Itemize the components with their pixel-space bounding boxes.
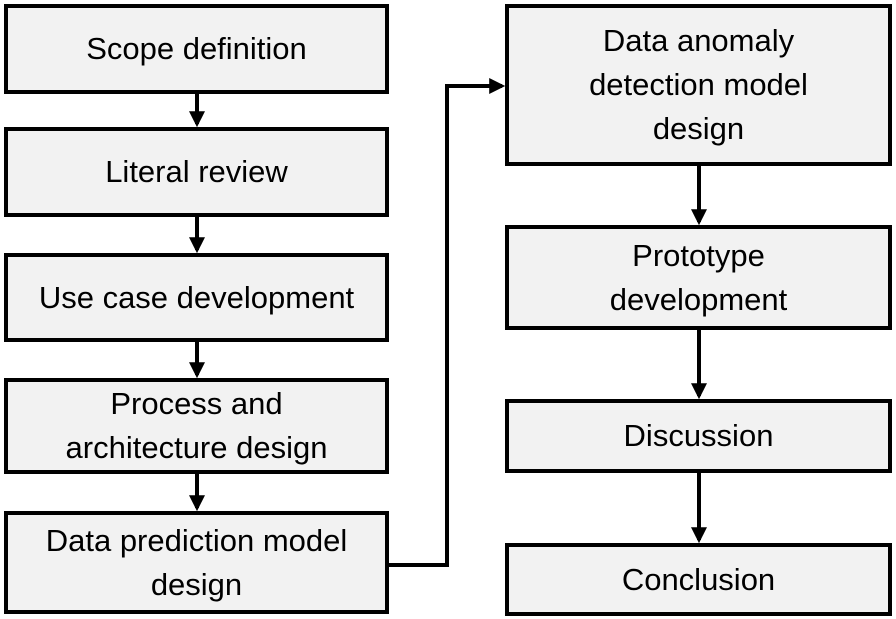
step-process-architecture-design: Process and architecture design — [4, 378, 389, 474]
step-label: Data anomaly detection model design — [589, 23, 808, 146]
step-label: Scope definition — [86, 31, 307, 66]
step-prototype-development: Prototype development — [505, 225, 892, 330]
step-data-prediction-model-design: Data prediction model design — [4, 511, 389, 614]
step-data-anomaly-detection-model-design: Data anomaly detection model design — [505, 4, 892, 166]
step-label: Use case development — [38, 279, 355, 315]
step-label: Literal review — [105, 154, 288, 189]
step-label: Discussion — [623, 418, 774, 453]
step-label: Conclusion — [621, 561, 776, 597]
step-conclusion: Conclusion — [505, 543, 892, 616]
step-literal-review: Literal review — [4, 127, 389, 217]
step-label: Process and architecture design — [65, 386, 328, 465]
step-discussion: Discussion — [505, 399, 892, 473]
step-label: Data prediction model design — [45, 522, 348, 602]
arrow-prediction-to-anomaly — [389, 78, 506, 567]
step-scope-definition: Scope definition — [4, 4, 389, 94]
step-label: Prototype development — [609, 237, 788, 317]
step-use-case-development: Use case development — [4, 253, 389, 342]
